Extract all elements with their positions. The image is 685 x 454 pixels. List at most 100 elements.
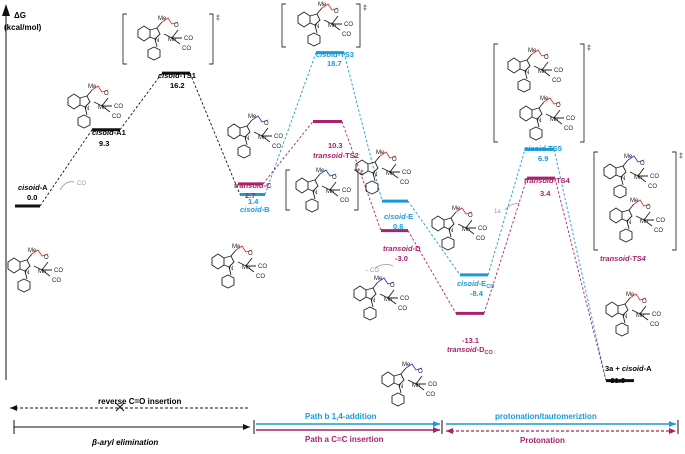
svg-text:O: O [248, 251, 253, 257]
energy-levels [15, 51, 634, 383]
connector-TS4-END [554, 178, 607, 381]
transoid-ts4-structure-label: transoid-TS4 [600, 254, 647, 263]
svg-text:O: O [334, 9, 339, 15]
state-label-A: cisoid-A [18, 183, 48, 192]
dagger-ts4: ‡ [679, 153, 683, 160]
svg-text:CO: CO [426, 392, 435, 398]
state-label-TS5: cisoid-TS5 [524, 144, 562, 153]
legend-protonation-arrow-right-icon [669, 428, 676, 434]
connector-TS5-END [553, 149, 607, 381]
1a-label: 1a [494, 209, 501, 215]
state-label-TS1: cisoid-TS1 [158, 71, 196, 80]
y-axis-label: ΔG [14, 11, 26, 20]
state-value-D: -3.0 [395, 254, 408, 263]
svg-text:CO: CO [656, 218, 665, 224]
svg-text:Mn: Mn [550, 117, 558, 123]
svg-text:O: O [418, 369, 423, 375]
svg-text:O: O [390, 283, 395, 289]
svg-text:Me: Me [376, 150, 385, 156]
svg-text:O: O [332, 175, 337, 181]
svg-text:O: O [264, 121, 269, 127]
svg-text:CO: CO [342, 188, 351, 194]
svg-text:Mn: Mn [412, 383, 420, 389]
connector-E-ECO [407, 200, 461, 276]
svg-text:CO: CO [342, 32, 351, 38]
svg-text:Mn: Mn [258, 135, 266, 141]
svg-text:CO: CO [340, 198, 349, 204]
svg-text:CO: CO [400, 180, 409, 186]
legend-reverse-label: reverse C=O insertion [98, 397, 181, 406]
state-value-E: 0.6 [393, 222, 403, 231]
svg-text:CO: CO [650, 322, 659, 328]
svg-text:CO: CO [112, 114, 121, 120]
state-value-TS1: 16.2 [170, 81, 185, 90]
svg-text:CO: CO [478, 226, 487, 232]
svg-text:Me: Me [28, 248, 37, 254]
connector-TS1-B [189, 72, 241, 195]
co-label-1: CO [77, 181, 86, 187]
dagger-ts5: ‡ [587, 45, 591, 52]
svg-text:CO: CO [182, 46, 191, 52]
svg-text:N: N [245, 136, 249, 142]
svg-text:CO: CO [258, 264, 267, 270]
svg-text:O: O [468, 213, 473, 219]
svg-text:CO: CO [654, 228, 663, 234]
svg-text:CO: CO [476, 236, 485, 242]
state-label-ECO: cisoid-ECO [457, 279, 495, 290]
svg-text:Mn: Mn [640, 219, 648, 225]
cross-icon [115, 402, 125, 412]
svg-text:CO: CO [554, 68, 563, 74]
svg-text:Me: Me [232, 244, 241, 250]
svg-text:Me: Me [88, 84, 97, 90]
legend-path-b-label: Path b 1,4-addition [305, 412, 377, 421]
connector-DCO-TS4 [483, 177, 528, 314]
connector-A-A1 [39, 129, 93, 207]
state-value-A: 0.0 [27, 193, 37, 202]
svg-text:CO: CO [564, 126, 573, 132]
state-label-B: cisoid-B [240, 205, 270, 214]
svg-text:Mn: Mn [636, 313, 644, 319]
state-label-END: 3a + cisoid-A [605, 364, 652, 373]
state-label-D: transoid-D [383, 244, 421, 253]
state-value-ECO: -8.4 [470, 289, 484, 298]
svg-text:N: N [313, 190, 317, 196]
legend-protonation-label: Protonation [520, 436, 565, 445]
svg-text:CO: CO [552, 78, 561, 84]
svg-text:N: N [449, 228, 453, 234]
svg-text:Mn: Mn [38, 269, 46, 275]
svg-text:CO: CO [52, 278, 61, 284]
svg-text:Mn: Mn [634, 175, 642, 181]
legend-path-b-arrow-icon [433, 421, 440, 427]
state-value-B: 1.4 [248, 197, 259, 206]
svg-text:O: O [646, 205, 651, 211]
svg-text:N: N [229, 266, 233, 272]
legend-protonation-taut-label: protonation/tautomeriztion [495, 412, 597, 421]
svg-text:N: N [627, 220, 631, 226]
ts-brackets [122, 3, 677, 251]
connector-D-DCO [407, 230, 457, 314]
svg-text:CO: CO [402, 170, 411, 176]
svg-text:N: N [85, 106, 89, 112]
state-value-C: 2.7 [245, 191, 255, 200]
svg-text:Me: Me [540, 96, 549, 102]
connector-TS3-E [343, 52, 383, 202]
connector-TS2-D [341, 121, 382, 231]
state-label-TS3: cisoid-TS3 [316, 50, 354, 59]
minus-co-arrow [374, 264, 394, 269]
svg-text:O: O [174, 23, 179, 29]
svg-text:N: N [537, 118, 541, 124]
svg-text:Me: Me [318, 2, 327, 8]
dagger-ts2: ‡ [360, 170, 364, 177]
